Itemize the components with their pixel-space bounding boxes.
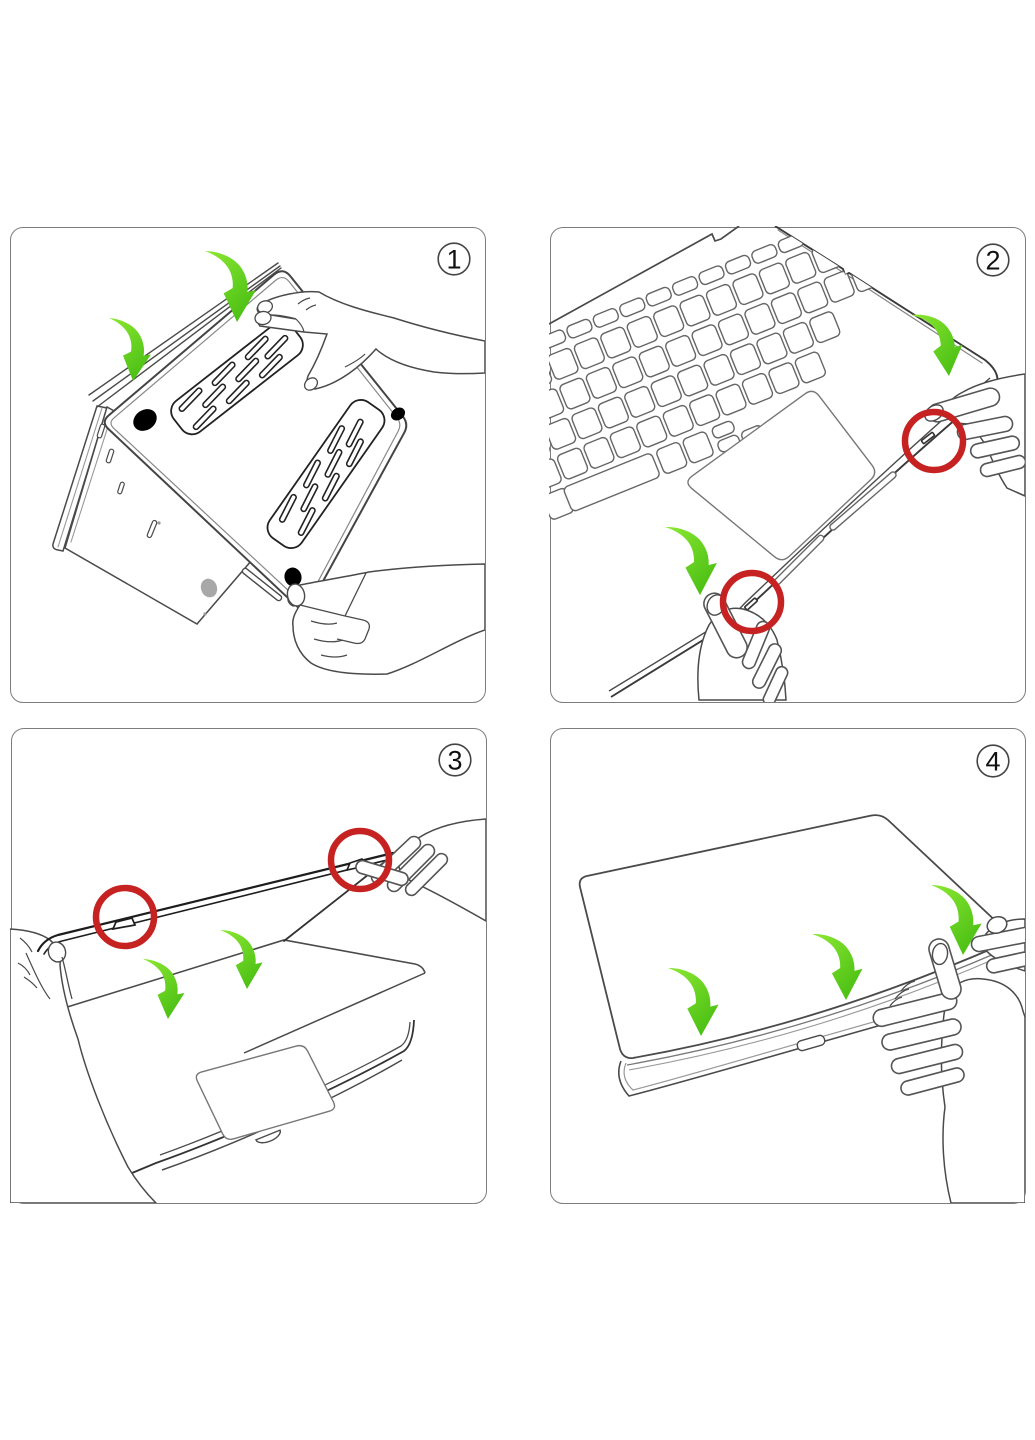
svg-text:3: 3 xyxy=(447,746,462,776)
svg-text:4: 4 xyxy=(985,747,1000,777)
svg-text:1: 1 xyxy=(446,245,461,275)
svg-text:2: 2 xyxy=(985,246,1000,276)
